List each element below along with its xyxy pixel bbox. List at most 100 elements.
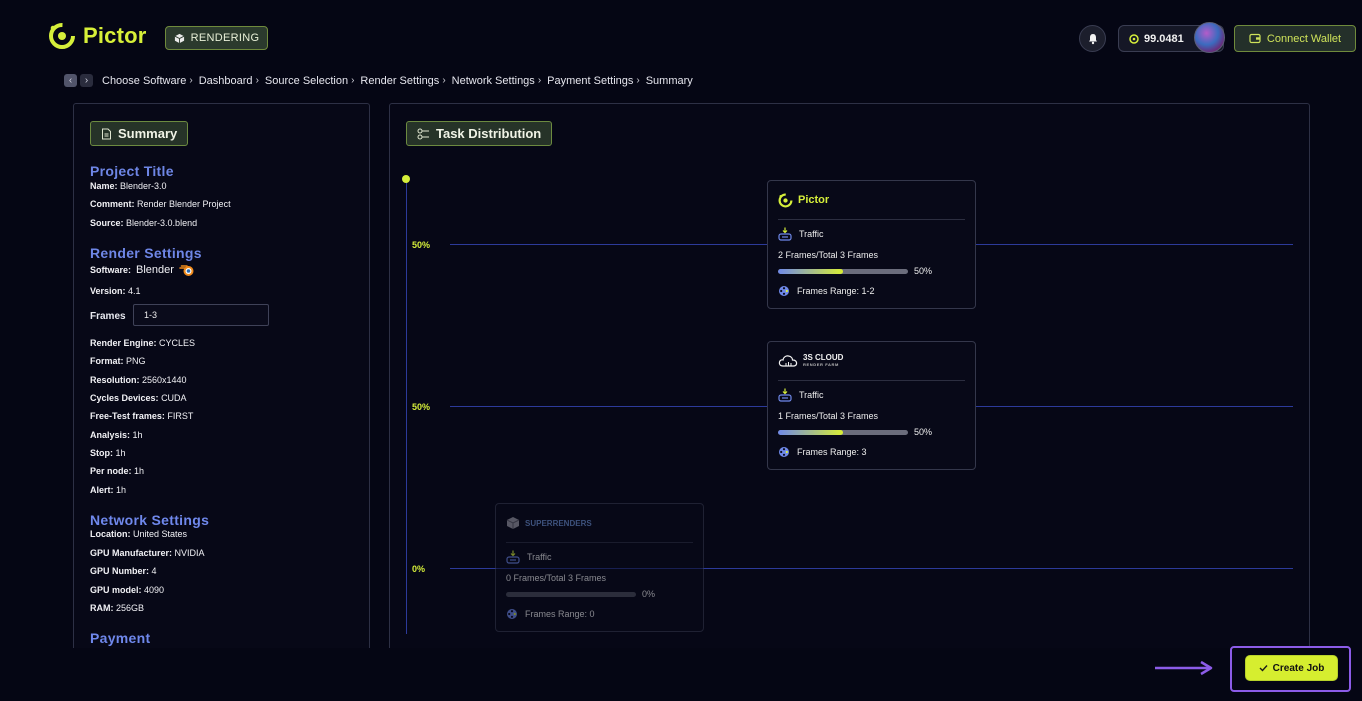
row-label: Location: <box>90 529 131 539</box>
connect-wallet-label: Connect Wallet <box>1266 32 1342 45</box>
crumb-render-settings[interactable]: Render Settings <box>360 74 440 87</box>
row-label: Software: <box>90 265 132 275</box>
summary-button-label: Summary <box>118 126 178 141</box>
crumb-choose-software[interactable]: Choose Software <box>102 74 187 87</box>
analysis-row: Analysis: 1h <box>90 430 143 440</box>
row-label: GPU Number: <box>90 566 150 576</box>
frames-range-row: Frames Range: 1-2 <box>778 285 875 297</box>
row-value: 2560x1440 <box>142 375 187 385</box>
crumb-network-settings[interactable]: Network Settings <box>451 74 535 87</box>
cycles-devices-row: Cycles Devices: CUDA <box>90 393 187 403</box>
level-line <box>450 568 1293 569</box>
ram-row: RAM: 256GB <box>90 603 144 613</box>
row-label: GPU Manufacturer: <box>90 548 173 558</box>
gpu-number-row: GPU Number: 4 <box>90 566 157 576</box>
crumb-summary[interactable]: Summary <box>645 74 693 87</box>
crumb-payment-settings[interactable]: Payment Settings <box>547 74 634 87</box>
progress-bar <box>778 269 908 274</box>
gpu-model-row: GPU model: 4090 <box>90 585 164 595</box>
row-label: Cycles Devices: <box>90 393 159 403</box>
software-row: Software: Blender <box>90 263 195 277</box>
payment-heading: Payment <box>90 630 151 646</box>
bell-icon <box>1088 33 1097 44</box>
row-label: Source: <box>90 218 124 228</box>
format-row: Format: PNG <box>90 356 146 366</box>
crumb-separator-icon: › <box>189 75 193 86</box>
distribution-icon <box>417 128 429 139</box>
create-job-label: Create Job <box>1272 662 1325 674</box>
app-logo[interactable]: Pictor <box>48 22 147 50</box>
gpu-manufacturer-row: GPU Manufacturer: NVIDIA <box>90 548 205 558</box>
traffic-label: Traffic <box>799 390 824 400</box>
row-value: Blender <box>136 264 174 276</box>
resolution-row: Resolution: 2560x1440 <box>90 375 187 385</box>
create-job-highlight <box>1230 646 1351 692</box>
card-divider <box>778 219 965 220</box>
distribution-axis <box>406 179 407 634</box>
location-row: Location: United States <box>90 529 187 539</box>
summary-button[interactable]: Summary <box>90 121 189 146</box>
row-value: 1h <box>134 466 145 476</box>
row-label: GPU model: <box>90 585 142 595</box>
crumb-separator-icon: › <box>442 75 446 86</box>
row-value: 256GB <box>116 603 145 613</box>
level-label: 50% <box>412 240 431 250</box>
traffic-label: Traffic <box>527 552 552 562</box>
task-distribution-label: Task Distribution <box>436 126 542 141</box>
frames-range-text: Frames Range: 3 <box>797 447 867 457</box>
row-label: Resolution: <box>90 375 140 385</box>
project-source-row: Source: Blender-3.0.blend <box>90 218 197 228</box>
row-label: Alert: <box>90 485 114 495</box>
crumb-separator-icon: › <box>636 75 640 86</box>
row-label: Stop: <box>90 448 113 458</box>
provider-card-superrenders[interactable]: SUPERRENDERS Traffic 0 Frames/Total 3 Fr… <box>495 503 704 632</box>
connect-wallet-button[interactable]: Connect Wallet <box>1234 25 1356 52</box>
rendering-mode-badge[interactable]: RENDERING <box>165 26 268 50</box>
logo-text: Pictor <box>83 23 147 48</box>
provider-header: 3S CLOUD RENDER FARM <box>778 352 843 370</box>
crumb-separator-icon: › <box>537 75 542 86</box>
row-value: 4 <box>151 566 157 576</box>
frames-range-text: Frames Range: 0 <box>525 609 595 619</box>
row-value: Blender-3.0.blend <box>126 218 198 228</box>
frames-field[interactable]: 1-3 <box>133 304 269 326</box>
crumb-dashboard[interactable]: Dashboard <box>198 74 253 87</box>
version-row: Version: 4.1 <box>90 286 141 296</box>
card-divider <box>506 542 693 543</box>
row-label: Format: <box>90 356 124 366</box>
coin-icon <box>1129 33 1139 44</box>
provider-name: SUPERRENDERS <box>525 518 592 528</box>
user-avatar[interactable] <box>1194 22 1225 53</box>
forward-arrow-icon[interactable]: › <box>80 74 93 87</box>
wallet-icon <box>1249 33 1261 44</box>
task-distribution-panel: Task Distribution 50% 50% 0% Pictor Traf… <box>389 103 1310 648</box>
check-icon <box>1259 665 1268 672</box>
crumb-source-selection[interactable]: Source Selection <box>264 74 349 87</box>
traffic-row: Traffic <box>778 388 824 402</box>
row-value: NVIDIA <box>174 548 205 558</box>
notifications-button[interactable] <box>1079 25 1106 52</box>
project-comment-row: Comment: Render Blender Project <box>90 199 231 209</box>
row-value: Render Blender Project <box>137 199 231 209</box>
document-icon <box>102 128 111 139</box>
provider-card-3s-cloud[interactable]: 3S CLOUD RENDER FARM Traffic 1 Frames/To… <box>767 341 976 470</box>
row-value: 1h <box>115 448 126 458</box>
task-distribution-button[interactable]: Task Distribution <box>406 121 553 146</box>
row-label: RAM: <box>90 603 114 613</box>
row-value: 1h <box>132 430 143 440</box>
download-drive-icon <box>506 550 520 564</box>
pointer-arrow-icon <box>1155 660 1213 676</box>
blender-icon <box>179 265 194 276</box>
progress-percent: 50% <box>914 266 933 276</box>
crumb-separator-icon: › <box>255 75 259 86</box>
row-label: Per node: <box>90 466 132 476</box>
row-label: Comment: <box>90 199 135 209</box>
free-test-frames-row: Free-Test frames: FIRST <box>90 411 193 421</box>
progress-percent: 50% <box>914 427 933 437</box>
breadcrumb: ‹ › Choose Software› Dashboard› Source S… <box>64 74 693 87</box>
provider-card-pictor[interactable]: Pictor Traffic 2 Frames/Total 3 Frames 5… <box>767 180 976 309</box>
back-arrow-icon[interactable]: ‹ <box>64 74 77 87</box>
frames-count: 1 Frames/Total 3 Frames <box>778 411 879 421</box>
provider-name-group: 3S CLOUD RENDER FARM <box>803 354 843 368</box>
create-job-button[interactable]: Create Job <box>1246 656 1337 680</box>
